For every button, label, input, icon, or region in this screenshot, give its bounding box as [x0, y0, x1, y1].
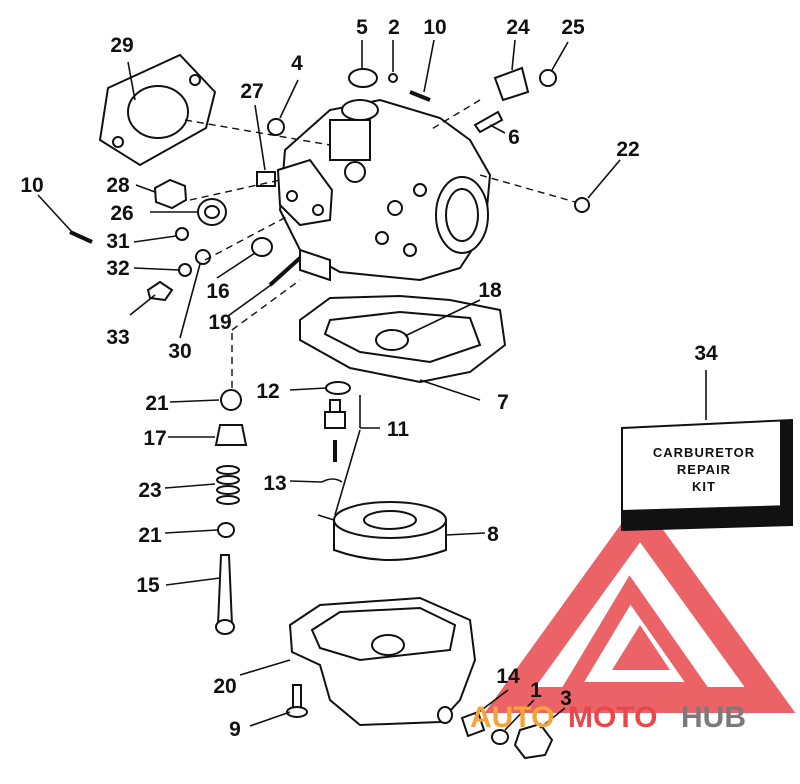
callout-18: 18 [478, 279, 502, 302]
callout-9: 9 [229, 718, 241, 741]
callout-24: 24 [506, 16, 530, 39]
callout-labels: 5 2 10 24 25 4 29 27 6 22 28 10 26 31 32… [20, 16, 718, 741]
part-nut-28 [153, 178, 188, 210]
part-mixture-screw-15 [215, 554, 235, 635]
callout-32: 32 [106, 257, 129, 280]
part-gasket-7 [299, 294, 507, 384]
watermark-logo [484, 497, 796, 713]
part-bracket-24 [493, 66, 530, 102]
part-pin-10-left [69, 230, 93, 244]
callout-11: 11 [387, 418, 410, 441]
part-cap-17 [214, 424, 248, 446]
part-clip-30 [195, 249, 211, 265]
watermark-moto: MOTO [568, 701, 657, 734]
watermark-auto: AUTO [470, 701, 554, 734]
kit-label-line1: CARBURETOR [653, 445, 755, 460]
part-gasket-1 [491, 729, 509, 745]
part-clip-13 [321, 478, 343, 483]
callout-31: 31 [106, 230, 130, 253]
part-screw-22 [574, 197, 590, 213]
part-plug-3 [513, 722, 554, 760]
part-oring-21-bottom [217, 522, 235, 538]
callout-22: 22 [616, 138, 639, 161]
callout-17: 17 [143, 427, 166, 450]
leader-lines [37, 39, 707, 731]
part-float-8 [317, 501, 447, 561]
watermark-hub: HUB [681, 701, 746, 734]
callout-13: 13 [263, 472, 286, 495]
callout-27: 27 [240, 80, 263, 103]
watermark-text: AUTO MOTO HUB [470, 701, 746, 734]
callout-3: 3 [560, 687, 572, 710]
callout-30: 30 [168, 340, 191, 363]
callout-20: 20 [213, 675, 236, 698]
callout-23: 23 [138, 479, 161, 502]
kit-label-line2: REPAIR [677, 462, 731, 477]
part-plug-5 [348, 68, 378, 88]
assembly-dashed-lines [184, 99, 576, 388]
part-plug-4 [267, 118, 285, 136]
callout-19: 19 [208, 311, 231, 334]
part-screw-25 [539, 69, 557, 87]
part-gasket-29 [98, 53, 217, 167]
callout-8: 8 [487, 523, 499, 546]
logo-core-triangle [612, 625, 670, 670]
part-carburetor-body [276, 98, 492, 282]
part-repair-kit-34: CARBURETOR REPAIR KIT [621, 418, 793, 532]
part-seal-18 [375, 329, 409, 351]
callout-28: 28 [106, 174, 130, 197]
part-valve-seat-11 [324, 411, 346, 429]
callout-14: 14 [496, 665, 520, 688]
part-spring-23 [216, 465, 240, 505]
part-shaft-19 [268, 256, 302, 287]
callout-10-left: 10 [20, 174, 43, 197]
callout-33: 33 [106, 326, 129, 349]
callout-2: 2 [388, 16, 400, 39]
callout-26: 26 [110, 202, 133, 225]
callout-34: 34 [694, 342, 718, 365]
part-pin-10-top [409, 90, 431, 102]
callout-15: 15 [136, 574, 160, 597]
part-washer-32 [178, 263, 192, 277]
callout-6: 6 [508, 126, 520, 149]
callout-1: 1 [530, 679, 542, 702]
callout-10-top: 10 [423, 16, 446, 39]
callout-7: 7 [497, 391, 509, 414]
part-washer-31 [175, 227, 189, 241]
callout-29: 29 [110, 34, 133, 57]
part-plug-14 [460, 710, 486, 738]
part-oring-21-top [220, 389, 242, 411]
callout-21-top: 21 [145, 392, 169, 415]
callout-4: 4 [291, 52, 303, 75]
part-seal-16 [251, 237, 273, 257]
part-ball-2 [388, 73, 398, 83]
callout-12: 12 [256, 380, 279, 403]
callout-25: 25 [561, 16, 585, 39]
part-float-bowl-20 [288, 596, 477, 727]
callout-5: 5 [356, 16, 368, 39]
logo-outer-triangle [484, 497, 796, 713]
logo-inner-triangle [555, 575, 716, 698]
part-shaft-27 [256, 171, 276, 187]
kit-label-line3: KIT [692, 479, 716, 494]
callout-16: 16 [206, 280, 229, 303]
callout-21-bottom: 21 [138, 524, 162, 547]
part-screw-6 [473, 110, 504, 134]
part-clip-12 [325, 381, 351, 395]
